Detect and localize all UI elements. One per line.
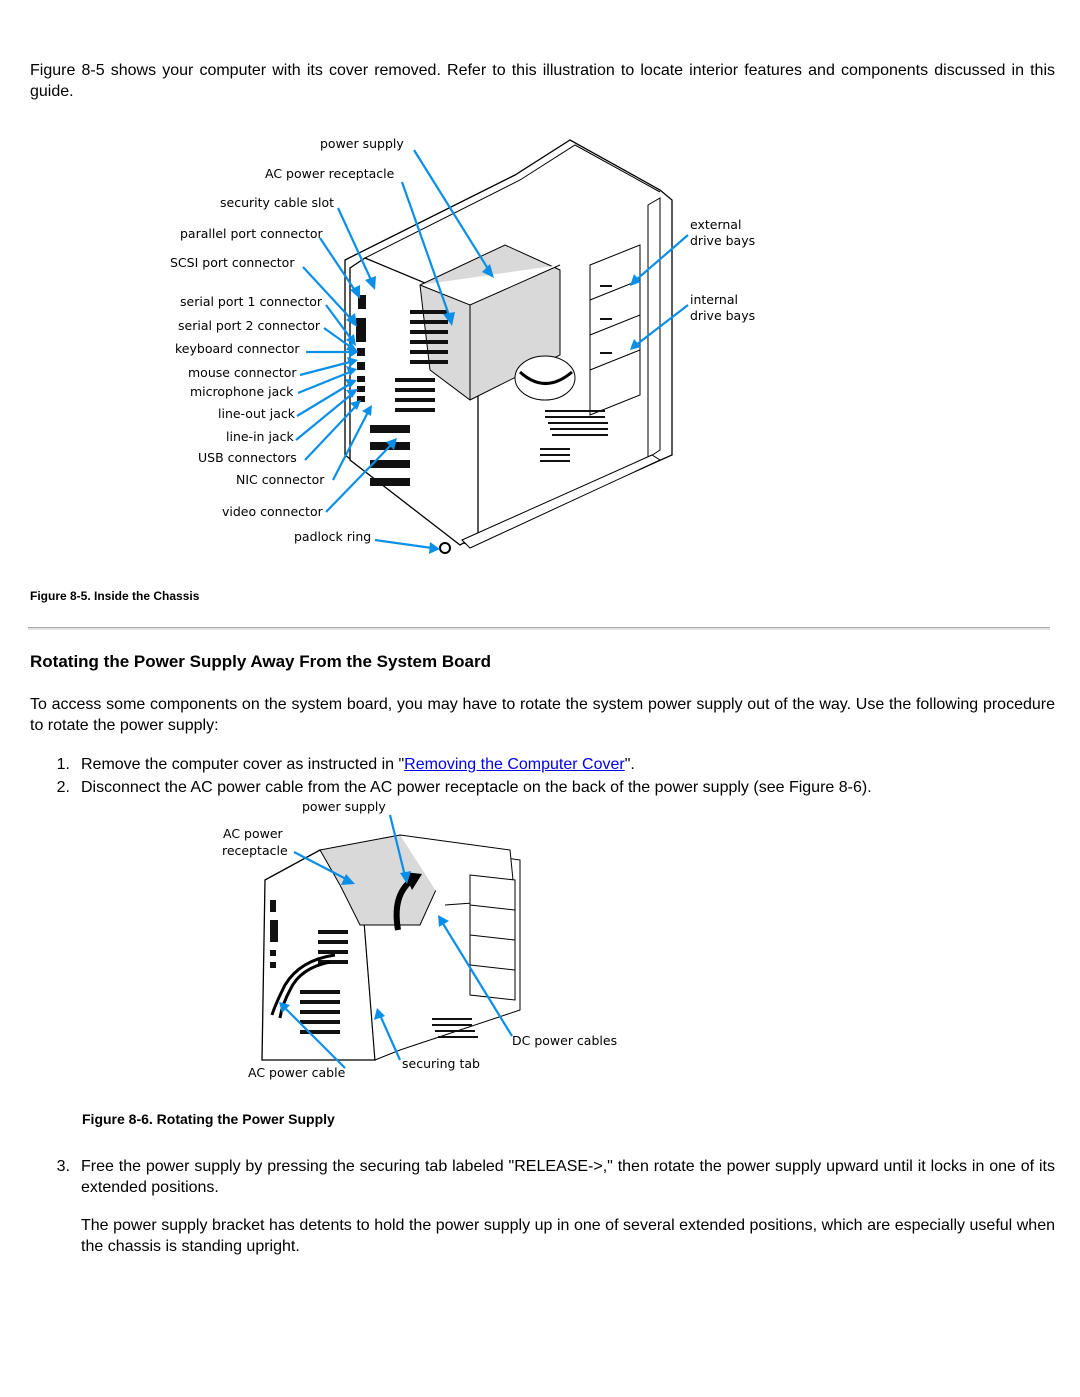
figure-8-5-inside-chassis: power supply AC power receptacle securit… [170, 136, 755, 554]
intro-paragraph: Figure 8-5 shows your computer with its … [30, 62, 1055, 100]
step-1-text-after: ". [624, 756, 635, 773]
label-line-out-jack: line-out jack [218, 406, 296, 421]
label-serial-port-2-connector: serial port 2 connector [178, 318, 321, 333]
label-internal-drive-bays-2: drive bays [690, 308, 755, 323]
fig6-leader-arrows [279, 814, 513, 1069]
label-external-drive-bays-1: external [690, 217, 741, 232]
section-heading: Rotating the Power Supply Away From the … [30, 652, 491, 671]
figure-8-6-rotating-power-supply: power supply AC power receptacle DC powe… [222, 799, 617, 1080]
label-parallel-port-connector: parallel port connector [180, 226, 324, 241]
figure-8-5-caption: Figure 8-5. Inside the Chassis [30, 589, 200, 603]
label-microphone-jack: microphone jack [190, 384, 294, 399]
label-external-drive-bays-2: drive bays [690, 233, 755, 248]
fig6-label-power-supply: power supply [302, 799, 386, 814]
figure-8-6-caption: Figure 8-6. Rotating the Power Supply [82, 1111, 335, 1127]
step-3-text: Free the power supply by pressing the se… [81, 1158, 1055, 1196]
label-padlock-ring: padlock ring [294, 529, 371, 544]
step-1-text-before: Remove the computer cover as instructed … [81, 756, 405, 773]
removing-computer-cover-link[interactable]: Removing the Computer Cover [404, 756, 625, 773]
step-1-number: 1. [56, 756, 70, 773]
label-usb-connectors: USB connectors [198, 450, 297, 465]
fig6-label-ac-power-1: AC power [223, 826, 284, 841]
section-paragraph: To access some components on the system … [30, 696, 1055, 734]
fig6-label-ac-power-cable: AC power cable [248, 1065, 346, 1080]
label-ac-power-receptacle: AC power receptacle [265, 166, 395, 181]
label-line-in-jack: line-in jack [226, 429, 294, 444]
label-scsi-port-connector: SCSI port connector [170, 255, 295, 270]
label-serial-port-1-connector: serial port 1 connector [180, 294, 323, 309]
fig6-label-securing-tab: securing tab [402, 1056, 480, 1071]
label-internal-drive-bays-1: internal [690, 292, 738, 307]
step-3: 3. Free the power supply by pressing the… [30, 1156, 1055, 1198]
label-power-supply: power supply [320, 136, 404, 151]
label-security-cable-slot: security cable slot [220, 195, 334, 210]
step-3-number: 3. [56, 1158, 70, 1175]
fig6-label-ac-power-2: receptacle [222, 843, 288, 858]
fig6-label-dc-power-cables: DC power cables [512, 1033, 617, 1048]
step-2-number: 2. [56, 779, 70, 796]
step-2-text: Disconnect the AC power cable from the A… [81, 779, 872, 796]
label-video-connector: video connector [222, 504, 324, 519]
label-mouse-connector: mouse connector [188, 365, 297, 380]
closing-paragraph: The power supply bracket has detents to … [81, 1217, 1055, 1255]
leader-arrows [295, 149, 689, 554]
step-1-text: Remove the computer cover as instructed … [81, 754, 1055, 775]
label-keyboard-connector: keyboard connector [175, 341, 300, 356]
label-nic-connector: NIC connector [236, 472, 325, 487]
horizontal-rule [28, 627, 1050, 630]
